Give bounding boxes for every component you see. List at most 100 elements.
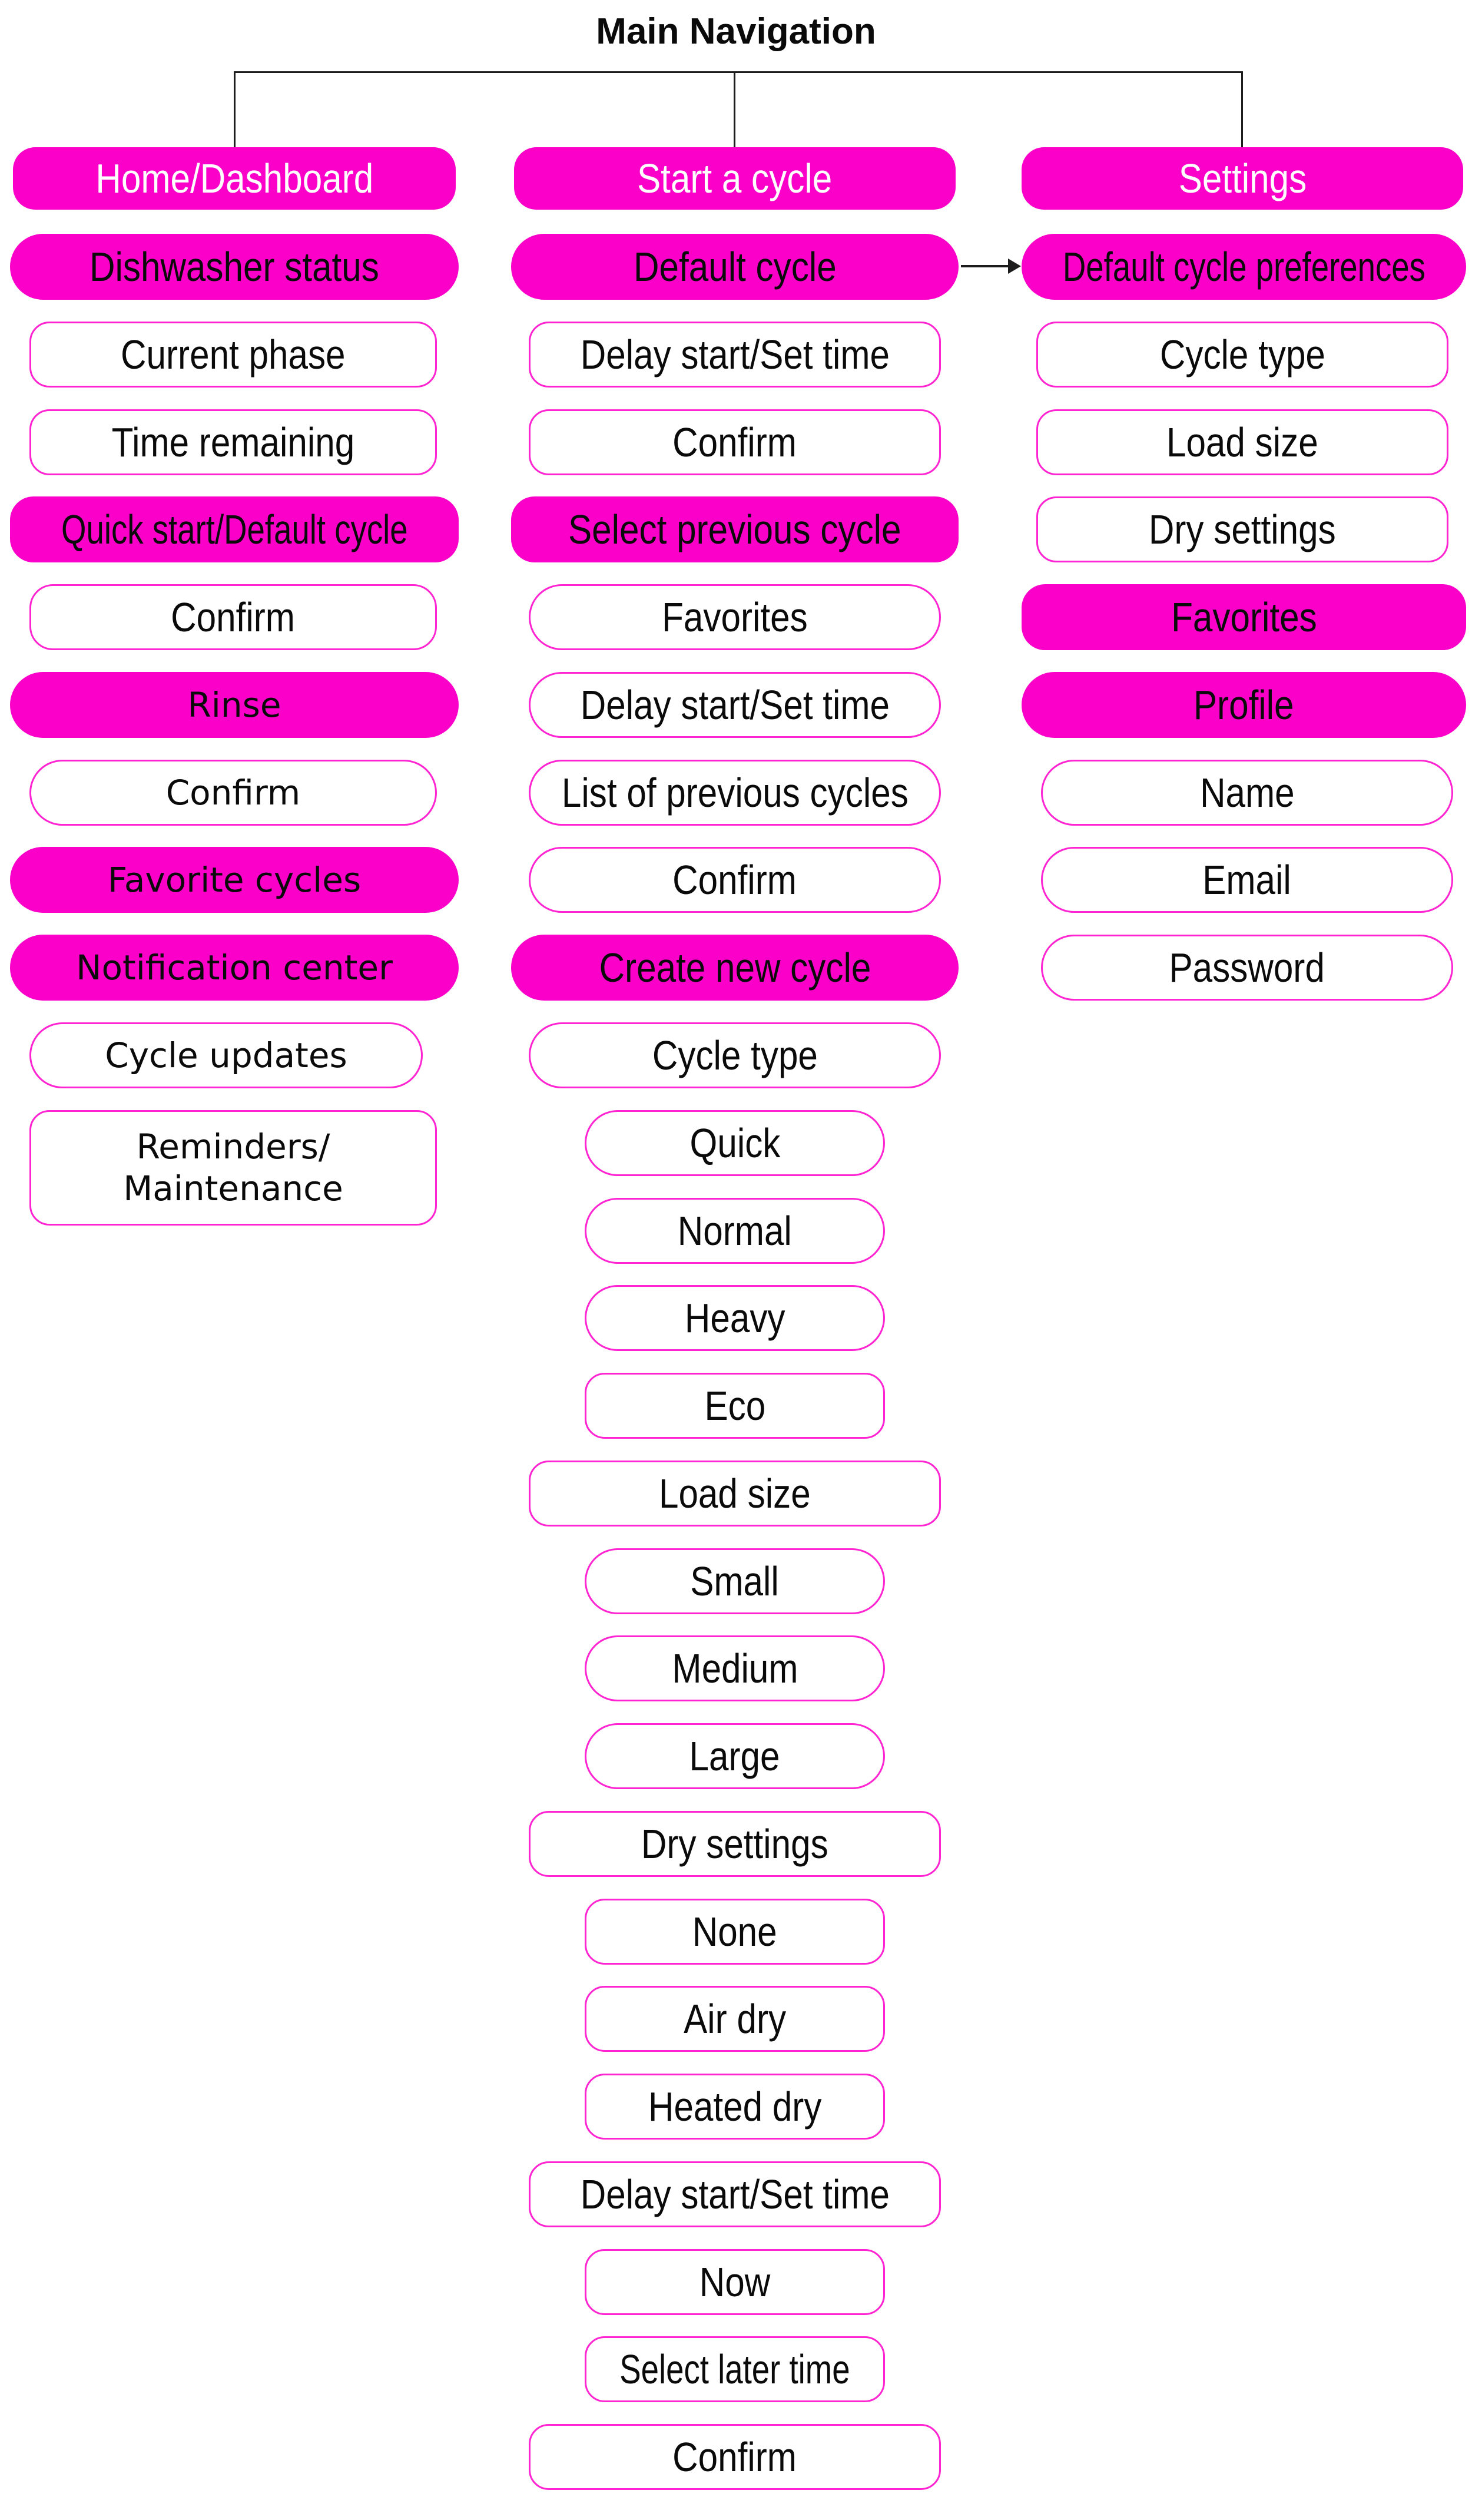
- node-label: Select later time: [619, 2346, 850, 2392]
- node-label: Load size: [659, 1471, 811, 1516]
- node-profile[interactable]: Profile: [1022, 672, 1466, 738]
- header-settings[interactable]: Settings: [1022, 147, 1463, 210]
- node-air-dry[interactable]: Air dry: [585, 1986, 885, 2052]
- node-label: Confirm: [672, 419, 797, 465]
- node-label: Cycle type: [652, 1032, 818, 1078]
- node-dishwasher-status[interactable]: Dishwasher status: [10, 234, 459, 300]
- node-label: Confirm: [165, 773, 301, 813]
- arrow-shaft: [961, 265, 1012, 267]
- node-confirm-previous-cycle[interactable]: Confirm: [529, 847, 941, 913]
- node-current-phase[interactable]: Current phase: [29, 322, 437, 388]
- node-none[interactable]: None: [585, 1899, 885, 1965]
- connector-vertical-start: [734, 71, 735, 149]
- node-list-of-previous-cycles[interactable]: List of previous cycles: [529, 760, 941, 826]
- node-label: Favorite cycles: [107, 860, 362, 900]
- node-rinse[interactable]: Rinse: [10, 672, 459, 738]
- node-select-previous-cycle[interactable]: Select previous cycle: [511, 496, 959, 562]
- node-label: Favorites: [662, 594, 808, 640]
- diagram-title: Main Navigation: [596, 11, 876, 52]
- node-label: Cycle type: [1159, 332, 1325, 377]
- header-label: Start a cycle: [637, 155, 833, 201]
- node-small[interactable]: Small: [585, 1548, 885, 1614]
- node-label: Password: [1169, 945, 1325, 991]
- connector-vertical-settings: [1241, 71, 1243, 149]
- node-label: Quick start/Default cycle: [61, 506, 408, 552]
- node-label: Heated dry: [648, 2084, 822, 2130]
- node-now[interactable]: Now: [585, 2249, 885, 2315]
- node-create-new-cycle[interactable]: Create new cycle: [511, 935, 959, 1001]
- node-label: Default cycle: [633, 244, 837, 290]
- node-cycle-type-settings[interactable]: Cycle type: [1036, 322, 1448, 388]
- node-cycle-type[interactable]: Cycle type: [529, 1022, 941, 1088]
- node-default-cycle[interactable]: Default cycle: [511, 234, 959, 300]
- node-label: Current phase: [121, 332, 346, 377]
- node-label: Favorites: [1171, 594, 1317, 640]
- node-label: Create new cycle: [599, 945, 871, 991]
- node-favorite-cycles[interactable]: Favorite cycles: [10, 847, 459, 913]
- node-label: Maintenance: [123, 1168, 343, 1208]
- node-name[interactable]: Name: [1041, 760, 1453, 826]
- node-dry-settings-settings[interactable]: Dry settings: [1036, 496, 1448, 562]
- node-label: Reminders/: [136, 1127, 330, 1167]
- node-heated-dry[interactable]: Heated dry: [585, 2074, 885, 2140]
- node-notification-center[interactable]: Notification center: [10, 935, 459, 1001]
- node-label: Dry settings: [1149, 506, 1336, 552]
- node-reminders-maintenance[interactable]: Reminders/Maintenance: [29, 1110, 437, 1226]
- node-label: Profile: [1193, 682, 1294, 728]
- arrow-head-icon: [1008, 259, 1021, 274]
- node-label: Now: [699, 2259, 771, 2305]
- node-dry-settings[interactable]: Dry settings: [529, 1811, 941, 1877]
- node-load-size[interactable]: Load size: [529, 1461, 941, 1526]
- node-label: Time remaining: [111, 419, 355, 465]
- node-time-remaining[interactable]: Time remaining: [29, 409, 437, 475]
- node-label: Notification center: [76, 948, 393, 988]
- node-delay-start-set-time-3[interactable]: Delay start/Set time: [529, 2161, 941, 2227]
- node-label: None: [692, 1909, 777, 1955]
- node-label: Dry settings: [641, 1821, 828, 1867]
- header-home-dashboard[interactable]: Home/Dashboard: [13, 147, 456, 210]
- node-label: Heavy: [684, 1295, 785, 1341]
- node-label: Rinse: [187, 685, 281, 725]
- node-favorites-previous-cycle[interactable]: Favorites: [529, 584, 941, 650]
- node-large[interactable]: Large: [585, 1723, 885, 1789]
- node-confirm-new-cycle[interactable]: Confirm: [529, 2424, 941, 2490]
- node-label: Confirm: [672, 857, 797, 903]
- node-heavy[interactable]: Heavy: [585, 1285, 885, 1351]
- header-start-a-cycle[interactable]: Start a cycle: [514, 147, 956, 210]
- node-confirm-rinse[interactable]: Confirm: [29, 760, 437, 826]
- header-label: Home/Dashboard: [95, 155, 373, 201]
- node-label: Email: [1202, 857, 1292, 903]
- node-label: Name: [1199, 770, 1295, 816]
- node-email[interactable]: Email: [1041, 847, 1453, 913]
- node-label: Dishwasher status: [89, 244, 379, 290]
- node-eco[interactable]: Eco: [585, 1373, 885, 1439]
- node-favorites-settings[interactable]: Favorites: [1022, 584, 1466, 650]
- node-quick-start-default-cycle[interactable]: Quick start/Default cycle: [10, 496, 459, 562]
- node-quick[interactable]: Quick: [585, 1110, 885, 1176]
- node-delay-start-set-time-2[interactable]: Delay start/Set time: [529, 672, 941, 738]
- node-label: Quick: [689, 1120, 780, 1166]
- node-normal[interactable]: Normal: [585, 1198, 885, 1264]
- node-load-size-settings[interactable]: Load size: [1036, 409, 1448, 475]
- node-label: List of previous cycles: [561, 770, 909, 816]
- node-delay-start-set-time-1[interactable]: Delay start/Set time: [529, 322, 941, 388]
- node-label: Delay start/Set time: [580, 332, 890, 377]
- node-label: Small: [690, 1558, 780, 1604]
- connector-horizontal: [234, 71, 1242, 73]
- node-confirm-quick-start[interactable]: Confirm: [29, 584, 437, 650]
- node-label: Medium: [671, 1645, 798, 1691]
- node-label: Cycle updates: [105, 1035, 347, 1075]
- node-confirm-default-cycle[interactable]: Confirm: [529, 409, 941, 475]
- node-password[interactable]: Password: [1041, 935, 1453, 1001]
- connector-vertical-home: [234, 71, 236, 149]
- node-cycle-updates[interactable]: Cycle updates: [29, 1022, 423, 1088]
- node-label: Confirm: [171, 594, 296, 640]
- node-select-later-time[interactable]: Select later time: [585, 2336, 885, 2402]
- node-medium[interactable]: Medium: [585, 1635, 885, 1701]
- node-label: Large: [689, 1733, 780, 1779]
- node-label: Normal: [677, 1208, 793, 1254]
- node-label: Air dry: [684, 1996, 786, 2042]
- node-default-cycle-preferences[interactable]: Default cycle preferences: [1022, 234, 1466, 300]
- node-label: Default cycle preferences: [1062, 244, 1425, 290]
